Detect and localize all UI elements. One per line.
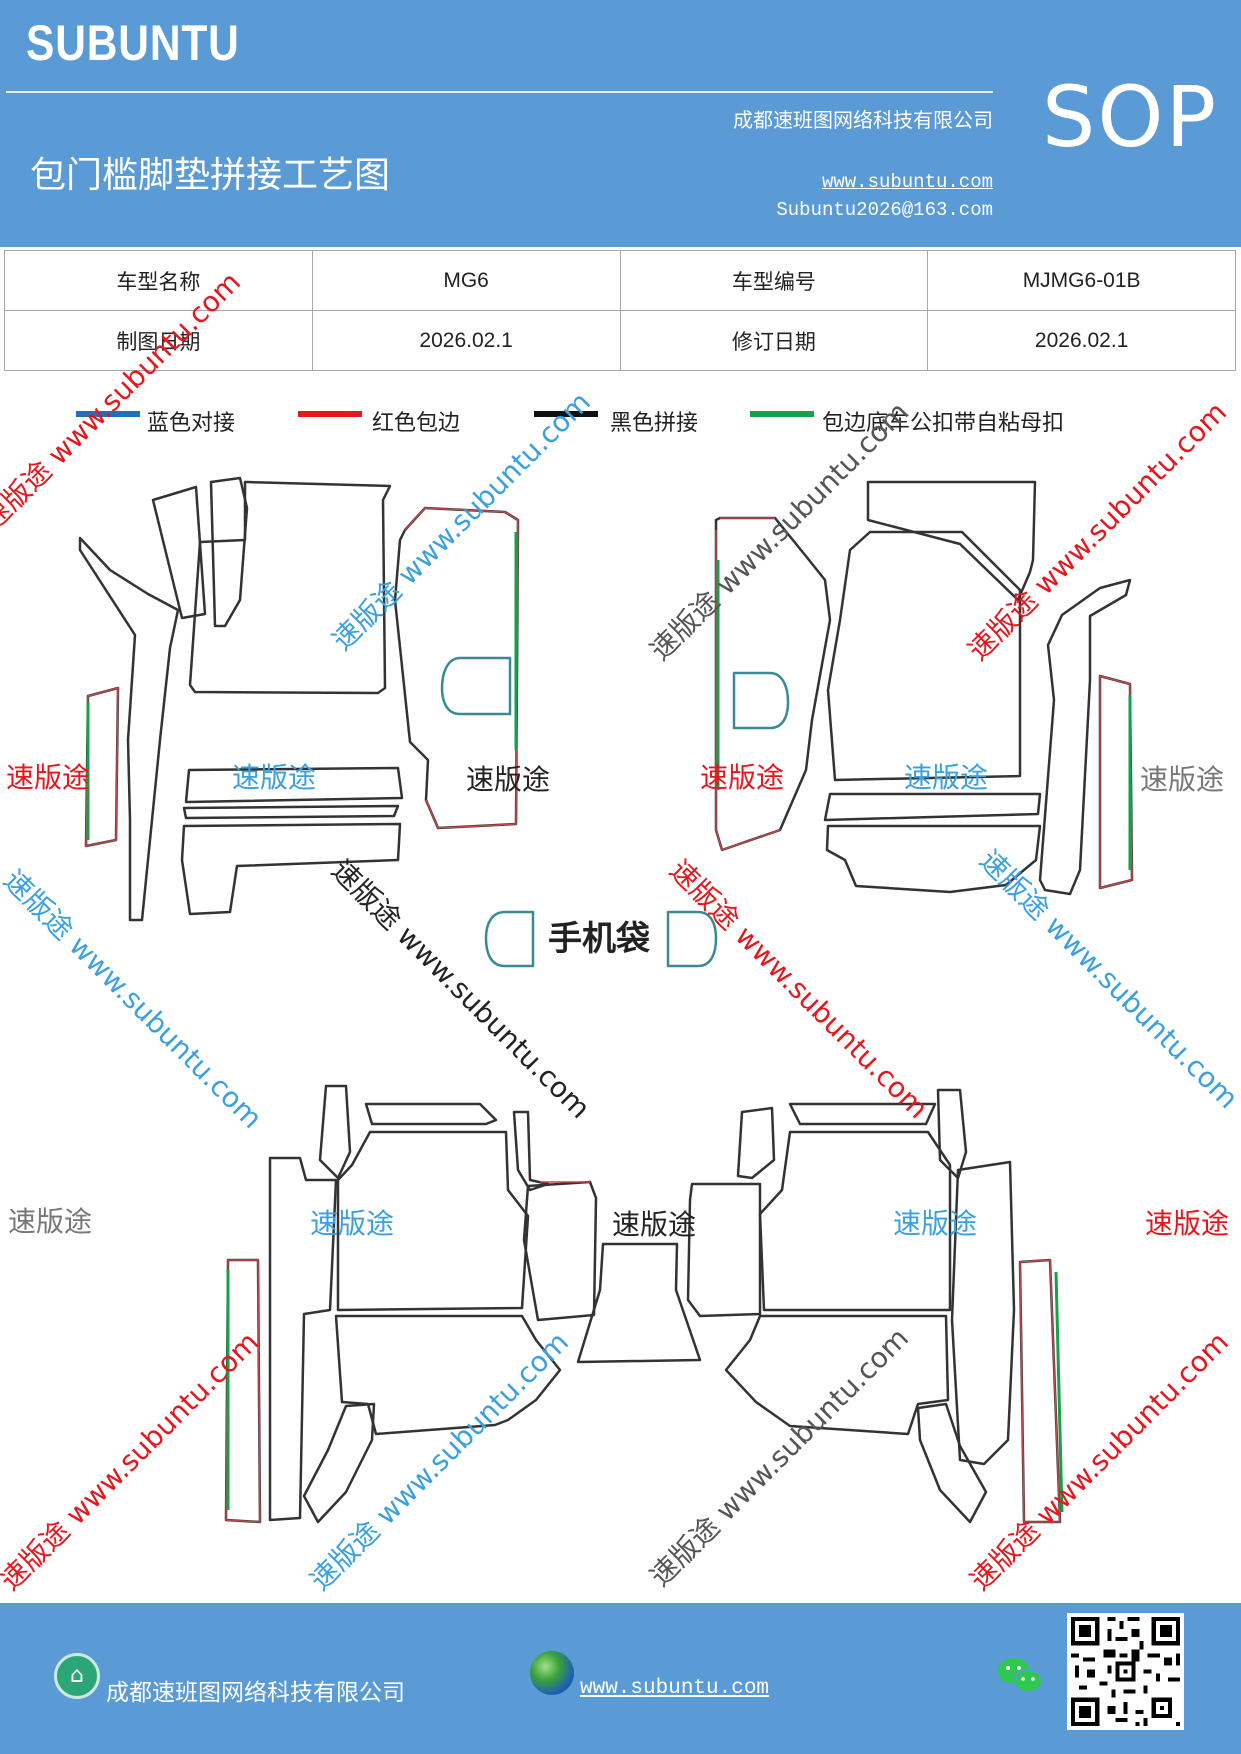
header-divider (6, 91, 993, 93)
model-code-value: MJMG6-01B (927, 250, 1236, 311)
rear-left-mat (224, 1084, 702, 1524)
watermark-brand: 速版途 (310, 1207, 395, 1240)
page-title: 包门槛脚垫拼接工艺图 (30, 155, 391, 196)
header-company: 成都速班图网络科技有限公司 (733, 108, 993, 132)
legend-swatch-blue (76, 411, 140, 417)
globe-icon (530, 1651, 574, 1695)
legend-swatch-green (750, 411, 814, 417)
header-website-link[interactable]: www.subuntu.com (821, 171, 993, 193)
footer-banner: ⌂ 成都速班图网络科技有限公司 www.subuntu.com (0, 1603, 1241, 1754)
legend-label-black: 黑色拼接 (610, 411, 699, 436)
legend-label-blue: 蓝色对接 (147, 411, 236, 436)
header-email: Subuntu2026@163.com (776, 199, 993, 221)
footer-website-link[interactable]: www.subuntu.com (580, 1677, 770, 1700)
model-code-label: 车型编号 (619, 250, 929, 311)
watermark-brand: 速版途 (8, 1205, 93, 1238)
sop-badge: SOP (1042, 68, 1219, 166)
watermark-brand: 速版途 (6, 761, 91, 794)
model-name-label: 车型名称 (4, 250, 313, 311)
watermark-brand: 速版途 (232, 761, 317, 794)
watermark-brand: 速版途 (904, 761, 989, 794)
draw-date-value: 2026.02.1 (311, 310, 621, 371)
watermark-brand: 速版途 (466, 763, 551, 796)
mat-pattern-diagram: 手机袋 (78, 476, 1134, 1524)
draw-date-label: 制图日期 (4, 310, 313, 371)
watermark-brand: 速版途 (1140, 763, 1225, 796)
header-banner: SUBUNTU 成都速班图网络科技有限公司 包门槛脚垫拼接工艺图 www.sub… (0, 0, 1241, 247)
legend-label-red: 红色包边 (372, 411, 461, 436)
rear-right-mat (686, 1088, 1064, 1524)
info-table: 车型名称 MG6 车型编号 MJMG6-01B 制图日期 2026.02.1 修… (4, 250, 1236, 371)
table-row: 制图日期 2026.02.1 修订日期 2026.02.1 (4, 310, 1236, 371)
legend-swatch-red (298, 411, 362, 417)
phone-pocket-label: 手机袋 (548, 919, 650, 959)
passenger-front-mat (714, 480, 1134, 896)
phone-pocket-shapes (484, 910, 718, 968)
watermark-brand: 速版途 (700, 761, 785, 794)
model-name-value: MG6 (311, 250, 621, 311)
revise-date-label: 修订日期 (619, 310, 929, 371)
footer-company: 成都速班图网络科技有限公司 (106, 1680, 405, 1706)
qr-code[interactable] (1067, 1613, 1184, 1730)
home-icon: ⌂ (54, 1653, 100, 1699)
legend-label-green: 包边底车公扣带自粘母扣 (822, 411, 1065, 436)
driver-front-mat (78, 476, 520, 922)
legend: 蓝色对接 红色包边 黑色拼接 包边底车公扣带自粘母扣 (0, 405, 1241, 445)
watermark-brand: 速版途 (1145, 1207, 1230, 1240)
legend-swatch-black (534, 411, 598, 417)
table-row: 车型名称 MG6 车型编号 MJMG6-01B (4, 250, 1236, 311)
wechat-icon (998, 1658, 1043, 1693)
watermark-brand: 速版途 (612, 1208, 697, 1241)
watermark-brand: 速版途 (893, 1207, 978, 1240)
revise-date-value: 2026.02.1 (927, 310, 1236, 371)
logo: SUBUNTU (26, 15, 240, 71)
